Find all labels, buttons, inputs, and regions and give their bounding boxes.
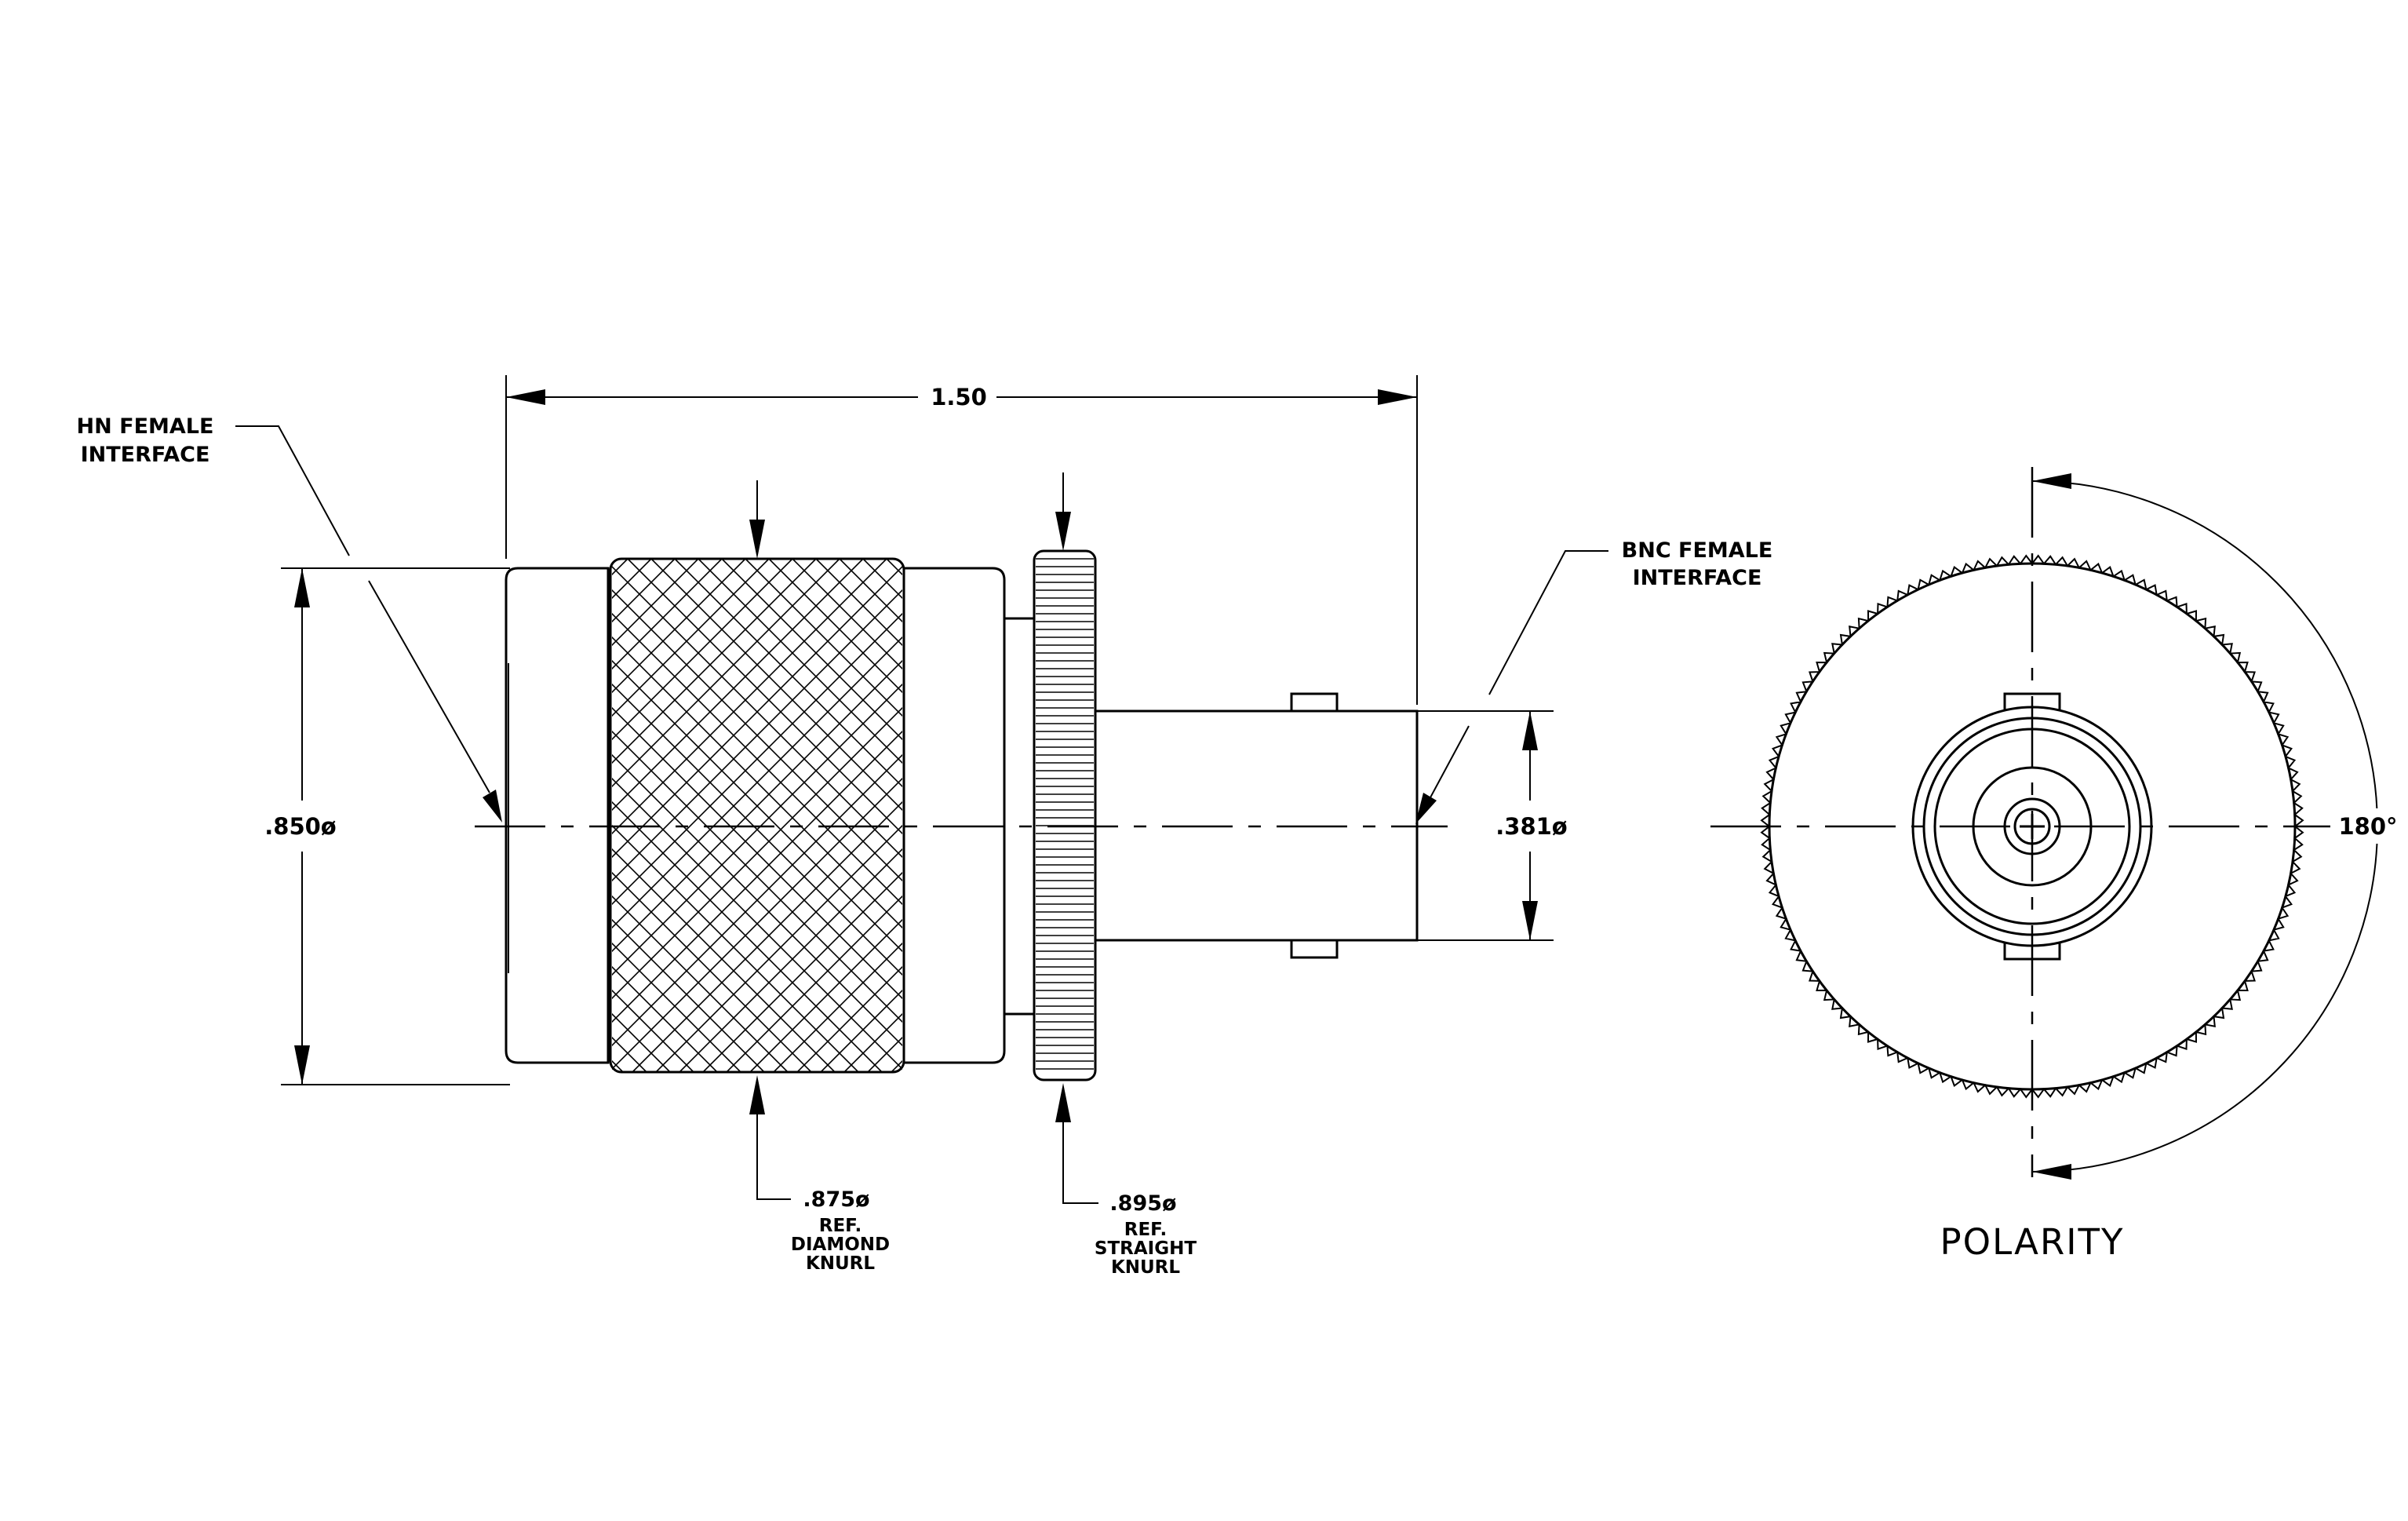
hn-body-section [505, 567, 610, 1064]
neck [1004, 617, 1034, 1016]
diamond-knurl-line2: DIAMOND [791, 1235, 890, 1255]
straight-knurl-line2: STRAIGHT [1095, 1238, 1197, 1259]
bnc-diameter-dimension: .381ø [1417, 710, 1568, 941]
diamond-knurl-callout: .875ø REF. DIAMOND KNURL [749, 480, 890, 1274]
overall-length-label: 1.50 [931, 384, 987, 410]
diamond-knurl-line1: REF. [819, 1216, 862, 1236]
straight-knurl-callout: .895ø REF. STRAIGHT KNURL [1055, 472, 1197, 1278]
bnc-interface-line1: BNC FEMALE [1622, 538, 1773, 563]
hn-interface-line1: HN FEMALE [77, 414, 214, 439]
hn-interface-line2: INTERFACE [81, 443, 210, 467]
body-diameter-dimension: .850ø [264, 567, 510, 1085]
bayonet-stud-top [1290, 692, 1339, 713]
body-right-section [904, 567, 1006, 1064]
hn-interface-callout: HN FEMALE INTERFACE [77, 414, 502, 823]
bayonet-lug-top [2003, 692, 2061, 709]
diamond-knurl-line3: KNURL [806, 1253, 875, 1274]
end-view: 180° POLARITY [1710, 467, 2398, 1263]
polarity-title: POLARITY [1940, 1221, 2125, 1263]
knurl-teeth [1760, 554, 2304, 1099]
diamond-knurl-dim: .875ø [803, 1187, 869, 1212]
straight-knurl-line3: KNURL [1111, 1257, 1180, 1278]
straight-knurl-dim: .895ø [1109, 1191, 1176, 1216]
body-diameter-label: .850ø [264, 813, 336, 840]
polarity-angle-label: 180° [2338, 813, 2397, 840]
overall-length-dimension: 1.50 [505, 375, 1418, 705]
bayonet-lug-bottom [2003, 943, 2061, 961]
side-view: 1.50 .850ø .381ø HN FEMALE INTERFACE [77, 375, 1772, 1278]
bnc-diameter-label: .381ø [1495, 813, 1567, 840]
bnc-interface-line2: INTERFACE [1633, 566, 1762, 590]
straight-knurl-ring [1033, 549, 1097, 1081]
diamond-knurl-section [609, 557, 905, 1074]
bayonet-stud-bottom [1290, 939, 1339, 959]
straight-knurl-line1: REF. [1124, 1220, 1168, 1240]
bnc-interface-callout: BNC FEMALE INTERFACE [1415, 538, 1772, 824]
